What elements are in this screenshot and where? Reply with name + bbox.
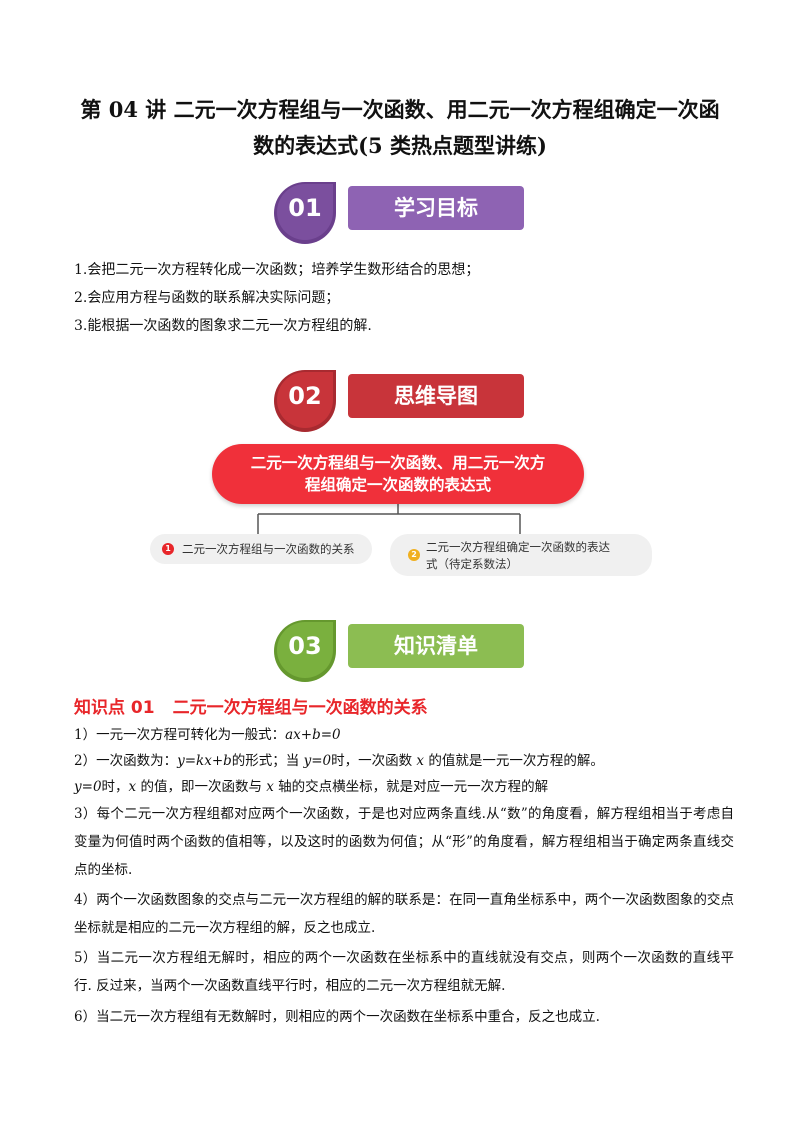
title-line-1: 第 04 讲 二元一次方程组与一次函数、用二元一次方程组确定一次函 <box>80 97 720 122</box>
item-4: 4）两个一次函数图象的交点与二元一次方程组的解的联系是：在同一直角坐标系中，两个… <box>74 892 734 936</box>
section-number-badge: 03 <box>270 616 340 686</box>
mindmap-node-text: 二元一次方程组与一次函数的关系 <box>182 542 355 556</box>
item-6: 6）当二元一次方程组有无数解时，则相应的两个一次函数在坐标系中重合，反之也成立. <box>74 1009 600 1025</box>
goal-item: 3.能根据一次函数的图象求二元一次方程组的解. <box>74 318 372 334</box>
section-label: 学习目标 <box>348 186 524 230</box>
item-1: 1）一元一次方程可转化为一般式：ax+b=0 <box>74 727 341 743</box>
title-line-2: 数的表达式(5 类热点题型讲练) <box>253 133 547 158</box>
item-2: 2）一次函数为：y=kx+b的形式；当 y=0时，一次函数 x 的值就是一元一次… <box>74 753 604 769</box>
mindmap-node-number: 1 <box>162 543 174 555</box>
knowledge-point-label: 知识点 01 <box>74 698 155 718</box>
knowledge-point-heading: 知识点 01 二元一次方程组与一次函数的关系 <box>74 693 428 718</box>
document-title: 第 04 讲 二元一次方程组与一次函数、用二元一次方程组确定一次函 数的表达式(… <box>60 92 740 164</box>
mindmap-root: 二元一次方程组与一次函数、用二元一次方 程组确定一次函数的表达式 <box>212 444 584 504</box>
section-number-badge: 01 <box>270 178 340 248</box>
mindmap-node-number: 2 <box>408 549 420 561</box>
mindmap-node-text-line-2: 式（待定系数法） <box>426 557 518 571</box>
item-2-continued: y=0时，x 的值，即一次函数与 x 轴的交点横坐标，就是对应一元一次方程的解 <box>74 779 549 795</box>
knowledge-point-title: 二元一次方程组与一次函数的关系 <box>172 698 428 718</box>
mindmap-node-2: 2 二元一次方程组确定一次函数的表达 式（待定系数法） <box>390 534 652 576</box>
mindmap-root-line-2: 程组确定一次函数的表达式 <box>304 476 491 494</box>
section-label: 思维导图 <box>348 374 524 418</box>
learning-goals: 1.会把二元一次方程转化成一次函数；培养学生数形结合的思想； 2.会应用方程与函… <box>74 256 479 340</box>
section-label: 知识清单 <box>348 624 524 668</box>
item-5: 5）当二元一次方程组无解时，相应的两个一次函数在坐标系中的直线就没有交点，则两个… <box>74 950 734 994</box>
mindmap-node-1: 1 二元一次方程组与一次函数的关系 <box>150 534 372 564</box>
item-3: 3）每个二元一次方程组都对应两个一次函数，于是也对应两条直线.从“数”的角度看，… <box>74 806 734 878</box>
goal-item: 1.会把二元一次方程转化成一次函数；培养学生数形结合的思想； <box>74 262 480 278</box>
goal-item: 2.会应用方程与函数的联系解决实际问题； <box>74 290 340 306</box>
mindmap-root-line-1: 二元一次方程组与一次函数、用二元一次方 <box>250 454 546 472</box>
section-number-badge: 02 <box>270 366 340 436</box>
mindmap-node-text-line-1: 二元一次方程组确定一次函数的表达 <box>426 540 610 554</box>
